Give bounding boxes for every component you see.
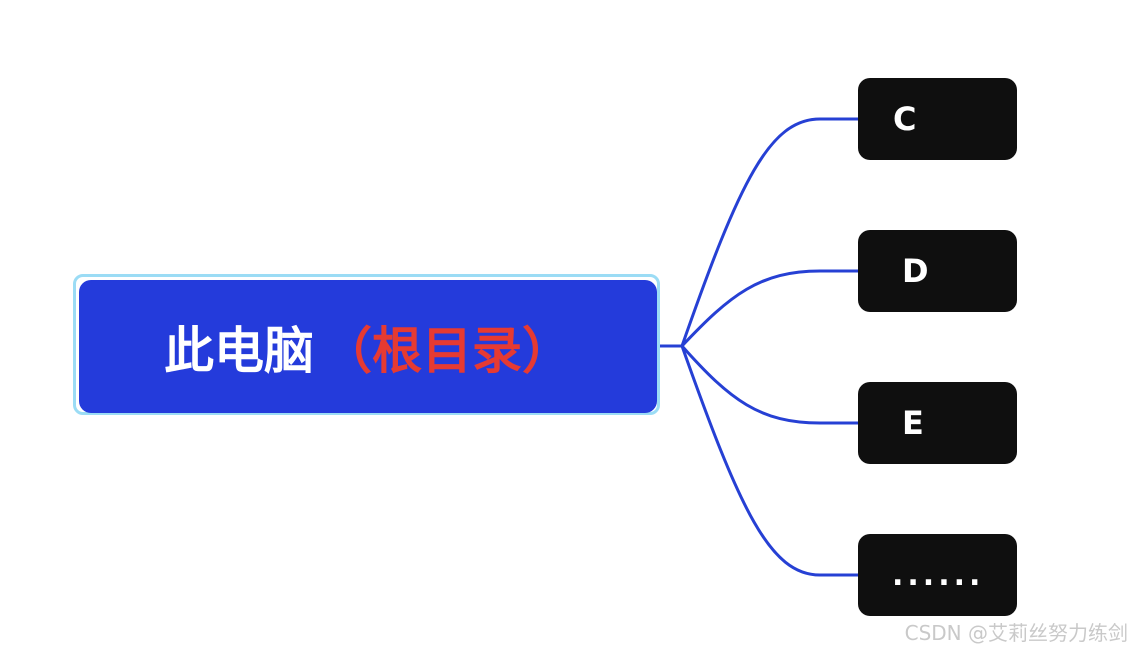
connector-line-c bbox=[660, 117, 858, 348]
child-node-label: E bbox=[902, 404, 924, 442]
root-node-title: 此电脑 bbox=[164, 321, 314, 380]
connector-line-more bbox=[680, 345, 858, 577]
child-node-label: D bbox=[902, 252, 929, 290]
watermark: CSDN @艾莉丝努力练剑 bbox=[904, 621, 1128, 645]
child-node-label: ...... bbox=[892, 557, 985, 593]
child-node-ellipsis[interactable]: ...... bbox=[858, 534, 1017, 616]
connector-line-e bbox=[680, 345, 858, 425]
connector-line-d bbox=[680, 269, 858, 348]
child-node-e[interactable]: E bbox=[858, 382, 1017, 464]
root-node[interactable]: 此电脑 （根目录） bbox=[79, 280, 657, 413]
root-node-subtitle: （根目录） bbox=[322, 321, 572, 380]
root-node-selection-outline bbox=[73, 274, 660, 415]
child-node-d[interactable]: D bbox=[858, 230, 1017, 312]
child-node-c[interactable]: C bbox=[858, 78, 1017, 160]
child-node-label: C bbox=[893, 100, 917, 138]
